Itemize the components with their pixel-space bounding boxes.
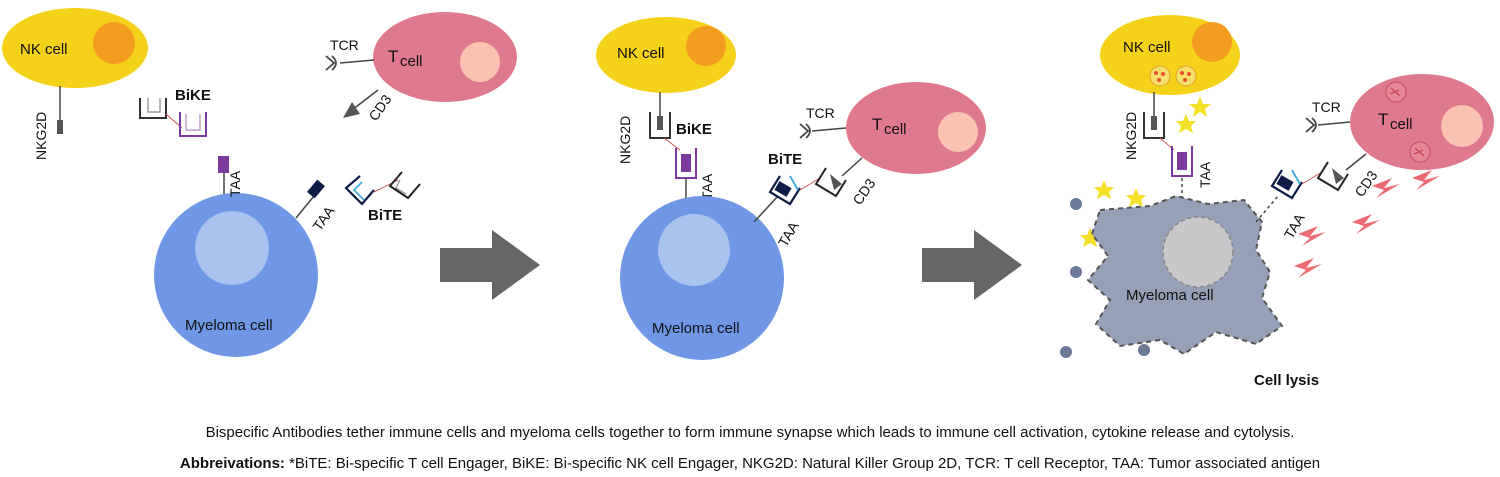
taa-label: TAA (309, 203, 338, 234)
taa-label: TAA (1281, 210, 1308, 241)
t-cell-label-t: T (388, 47, 398, 66)
bike-antibody (1143, 112, 1193, 177)
cytotoxic-granule-icon (1352, 214, 1380, 234)
cytokine-icon (1189, 96, 1211, 117)
bite-antibody (1270, 161, 1349, 200)
process-arrow (922, 230, 1022, 300)
panel-3-lysis: NK cell NKG2D TAA (1060, 15, 1494, 389)
bite-label: BiTE (768, 151, 802, 168)
cell-debris (1060, 198, 1150, 358)
cd3-receptor: CD3 (1345, 153, 1381, 200)
myeloma-cell: Myeloma cell (154, 193, 318, 357)
taa-label: TAA (1197, 161, 1213, 188)
cd3-label: CD3 (1351, 167, 1380, 199)
cytotoxic-granule-icon (1294, 258, 1322, 278)
cell-lysis-label: Cell lysis (1254, 372, 1319, 389)
t-cell: T cell (846, 82, 986, 174)
cytokine-icon (1080, 228, 1100, 247)
nkg2d-label: NKG2D (33, 112, 49, 160)
taa-antigen: TAA (1181, 161, 1213, 204)
myeloma-cell-label: Myeloma cell (1126, 287, 1214, 304)
tcr-label: TCR (806, 105, 835, 121)
taa-label: TAA (699, 173, 715, 200)
granule-icon (1409, 141, 1431, 163)
granule-icon (1175, 65, 1197, 87)
nk-cell-label: NK cell (617, 45, 665, 62)
granule-icon (1385, 81, 1407, 103)
nkg2d-receptor: NKG2D (617, 92, 663, 164)
granule-icon (1149, 65, 1171, 87)
abbreviations-heading: Abbreivations: (179, 455, 285, 472)
cytokine-icon (1176, 114, 1196, 133)
t-cell-label-cell: cell (400, 53, 423, 70)
panel-1-unbound: NK cell NKG2D BiKE T cell (2, 8, 517, 357)
cytotoxic-granule-icon (1372, 178, 1400, 198)
taa-label: TAA (775, 218, 802, 249)
bike-label: BiKE (175, 87, 211, 104)
tcr-receptor: TCR (799, 105, 847, 139)
nkg2d-label: NKG2D (617, 116, 633, 164)
t-cell-label-cell: cell (884, 121, 907, 138)
tcr-label: TCR (330, 37, 359, 53)
taa-antigen: TAA (218, 156, 243, 197)
cytokine-icon (1126, 188, 1146, 207)
figure-caption: Bispecific Antibodies tether immune cell… (205, 424, 1295, 441)
process-arrow (440, 230, 540, 300)
bite-antibody: BiTE (344, 171, 421, 224)
bike-antibody: BiKE (139, 87, 211, 137)
nk-cell: NK cell (1100, 15, 1240, 95)
tcr-receptor: TCR (1305, 99, 1351, 133)
t-cell-label-t: T (1378, 110, 1388, 129)
t-cell-label-t: T (872, 115, 882, 134)
lysed-myeloma-cell: Myeloma cell (1086, 194, 1284, 356)
nk-cell-label: NK cell (1123, 39, 1171, 56)
tcr-receptor: TCR (325, 37, 375, 71)
bite-antibody: BiTE (768, 151, 847, 206)
nk-cell-label: NK cell (20, 41, 68, 58)
nk-cell: NK cell (596, 17, 736, 93)
cytotoxic-granule-icon (1412, 170, 1440, 190)
myeloma-cell: Myeloma cell (620, 196, 784, 360)
nkg2d-receptor: NKG2D (33, 86, 63, 160)
t-cell: T cell (1350, 74, 1494, 170)
bite-label: BiTE (368, 207, 402, 224)
taa-antigen: TAA (295, 179, 338, 234)
cytotoxic-granule-icon (1298, 226, 1326, 246)
cd3-receptor: CD3 (343, 89, 395, 124)
bispecific-antibody-diagram: NK cell NKG2D BiKE T cell (2, 8, 1494, 389)
cd3-receptor: CD3 (841, 157, 879, 208)
cd3-label: CD3 (849, 175, 878, 207)
t-cell-label-cell: cell (1390, 116, 1413, 133)
myeloma-cell-label: Myeloma cell (652, 320, 740, 337)
abbreviations-text: *BiTE: Bi-specific T cell Engager, BiKE:… (284, 455, 1321, 472)
tcr-label: TCR (1312, 99, 1341, 115)
panel-2-synapse: NK cell NKG2D BiKE TAA Myeloma cell (596, 17, 986, 360)
t-cell: T cell (373, 12, 517, 102)
cytokine-icon (1094, 180, 1114, 199)
abbreviations-note: Abbreivations: *BiTE: Bi-specific T cell… (0, 455, 1500, 472)
myeloma-cell-label: Myeloma cell (185, 317, 273, 334)
nkg2d-receptor: NKG2D (1123, 92, 1157, 160)
taa-label: TAA (227, 170, 243, 197)
nk-cell: NK cell (2, 8, 148, 88)
nkg2d-label: NKG2D (1123, 112, 1139, 160)
bike-label: BiKE (676, 121, 712, 138)
